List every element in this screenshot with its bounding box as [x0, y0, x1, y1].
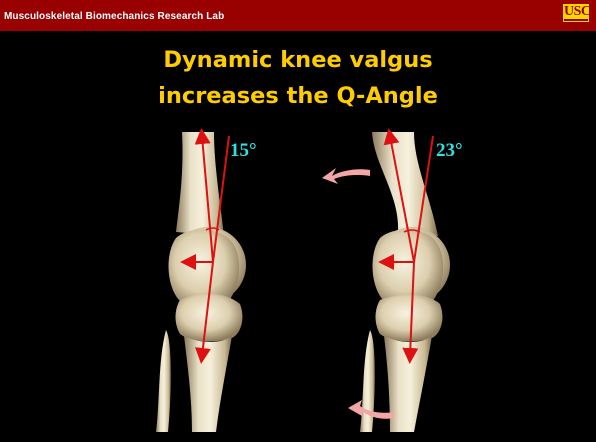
- right-knee-model: [360, 132, 450, 432]
- left-q-angle-label: 15°: [230, 140, 257, 162]
- right-q-angle-label: 23°: [436, 140, 463, 162]
- upper-rotation-arrow-icon: [322, 168, 370, 184]
- left-knee-model: [156, 132, 246, 432]
